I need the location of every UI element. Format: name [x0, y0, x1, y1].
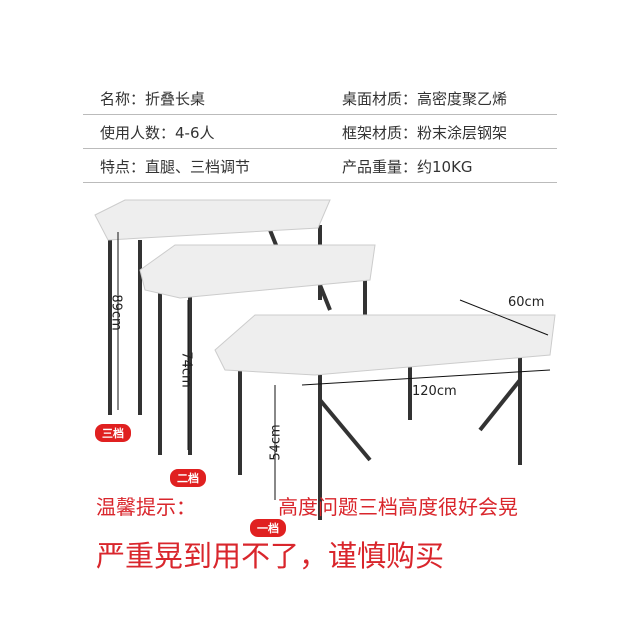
spec-frame-material: 框架材质：粉末涂层钢架 [342, 124, 508, 142]
divider [83, 114, 557, 115]
spec-weight: 产品重量：约10KG [342, 158, 473, 176]
notice-line2: 严重晃到用不了，谨慎购买 [96, 539, 445, 573]
spec-feature: 特点：直腿、三档调节 [100, 158, 251, 176]
dimension-length: 120cm [412, 384, 457, 399]
badge-level-1: 一档 [250, 519, 286, 537]
spec-top-material: 桌面材质：高密度聚乙烯 [342, 90, 508, 108]
dimension-mid: 74cm [178, 351, 194, 388]
table-high [94, 199, 331, 415]
notice-label: 温馨提示： [96, 495, 196, 519]
divider [83, 148, 557, 149]
badge-level-3: 三档 [95, 424, 131, 442]
dimension-low: 54cm [268, 424, 284, 461]
badge-level-2: 二档 [170, 469, 206, 487]
spec-capacity: 使用人数：4-6人 [100, 124, 215, 142]
table-low [214, 314, 556, 520]
dimension-high: 89cm [108, 294, 124, 331]
notice-line1: 高度问题三档高度很好会晃 [278, 495, 518, 519]
dimension-width: 60cm [508, 295, 545, 310]
spec-name: 名称：折叠长桌 [100, 90, 206, 108]
divider [83, 182, 557, 183]
